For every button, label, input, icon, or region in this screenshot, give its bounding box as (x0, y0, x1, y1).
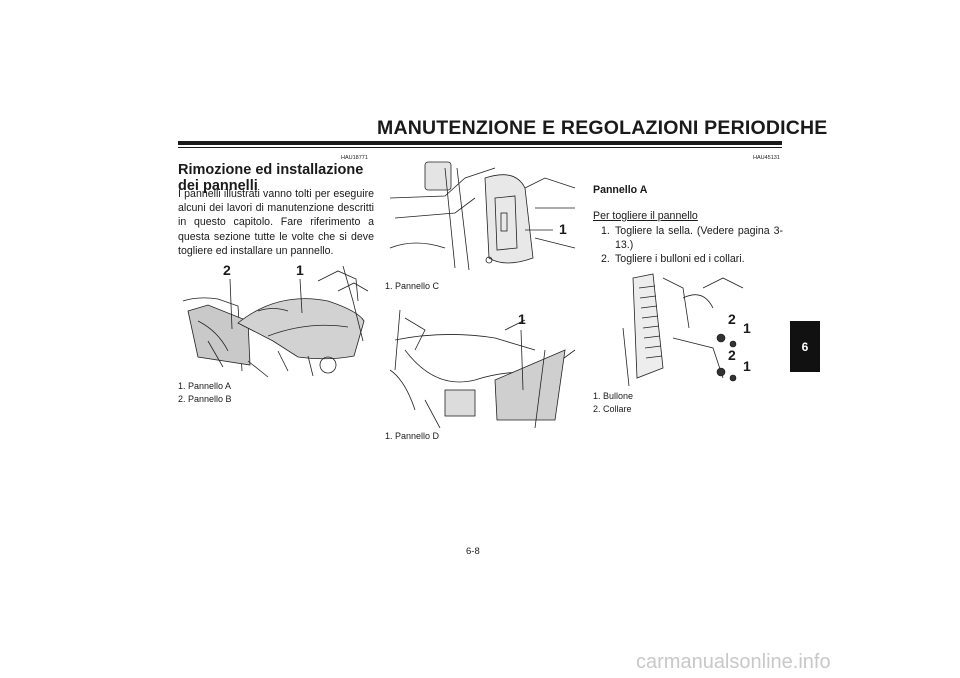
callout-1: 1 (743, 358, 751, 374)
subheading: Pannello A (593, 184, 648, 196)
leader-line-2 (229, 278, 233, 330)
figure-caption: 1. Pannello C (385, 281, 440, 291)
callout-2: 2 (728, 311, 736, 327)
figure-caption: 1. Pannello D (385, 431, 440, 441)
figure-caption: 2. Collare (593, 404, 632, 414)
figure-caption: 1. Bullone (593, 391, 634, 401)
panel-a-bolts-illustration (622, 273, 744, 386)
chapter-thumb-tab: 6 (790, 321, 820, 372)
motorcycle-panel-d-illustration (389, 310, 576, 428)
callout-1: 1 (518, 311, 526, 327)
section-title: Rimozione ed installazione dei pannelli (178, 162, 364, 194)
watermark: carmanualsonline.info (636, 651, 831, 673)
motorcycle-panels-ab-illustration (182, 265, 369, 378)
callout-2: 2 (223, 262, 231, 278)
step-text: Togliere la sella. (Vedere pagina 3-13.) (615, 225, 783, 251)
section-code: HAU18771 (341, 155, 368, 161)
procedure-step: 2. Togliere i bulloni ed i collari. (593, 252, 783, 266)
page-header-title: MANUTENZIONE E REGOLAZIONI PERIODICHE (377, 117, 828, 139)
page-number: 6-8 (466, 546, 480, 557)
figure-caption: 2. Pannello B (178, 394, 232, 404)
step-number: 2. (601, 253, 610, 265)
procedure-steps: 1. Togliere la sella. (Vedere pagina 3-1… (593, 224, 783, 266)
callout-1: 1 (296, 262, 304, 278)
figure-caption: 1. Pannello A (178, 381, 232, 391)
section-body: I pannelli illustrati vanno tolti per es… (178, 188, 374, 257)
procedure-step: 1. Togliere la sella. (Vedere pagina 3-1… (593, 224, 783, 252)
callout-1: 1 (559, 221, 567, 237)
motorcycle-panel-c-illustration (389, 161, 576, 271)
header-rule-thin (178, 147, 782, 148)
procedure-title: Per togliere il pannello (593, 210, 698, 222)
section-code: HAU45131 (753, 155, 780, 161)
step-number: 1. (601, 225, 610, 237)
leader-line-1 (299, 278, 303, 314)
callout-1: 1 (743, 320, 751, 336)
callout-2: 2 (728, 347, 736, 363)
header-rule (178, 141, 782, 145)
step-text: Togliere i bulloni ed i collari. (615, 253, 745, 265)
leader-line-1 (520, 329, 524, 391)
